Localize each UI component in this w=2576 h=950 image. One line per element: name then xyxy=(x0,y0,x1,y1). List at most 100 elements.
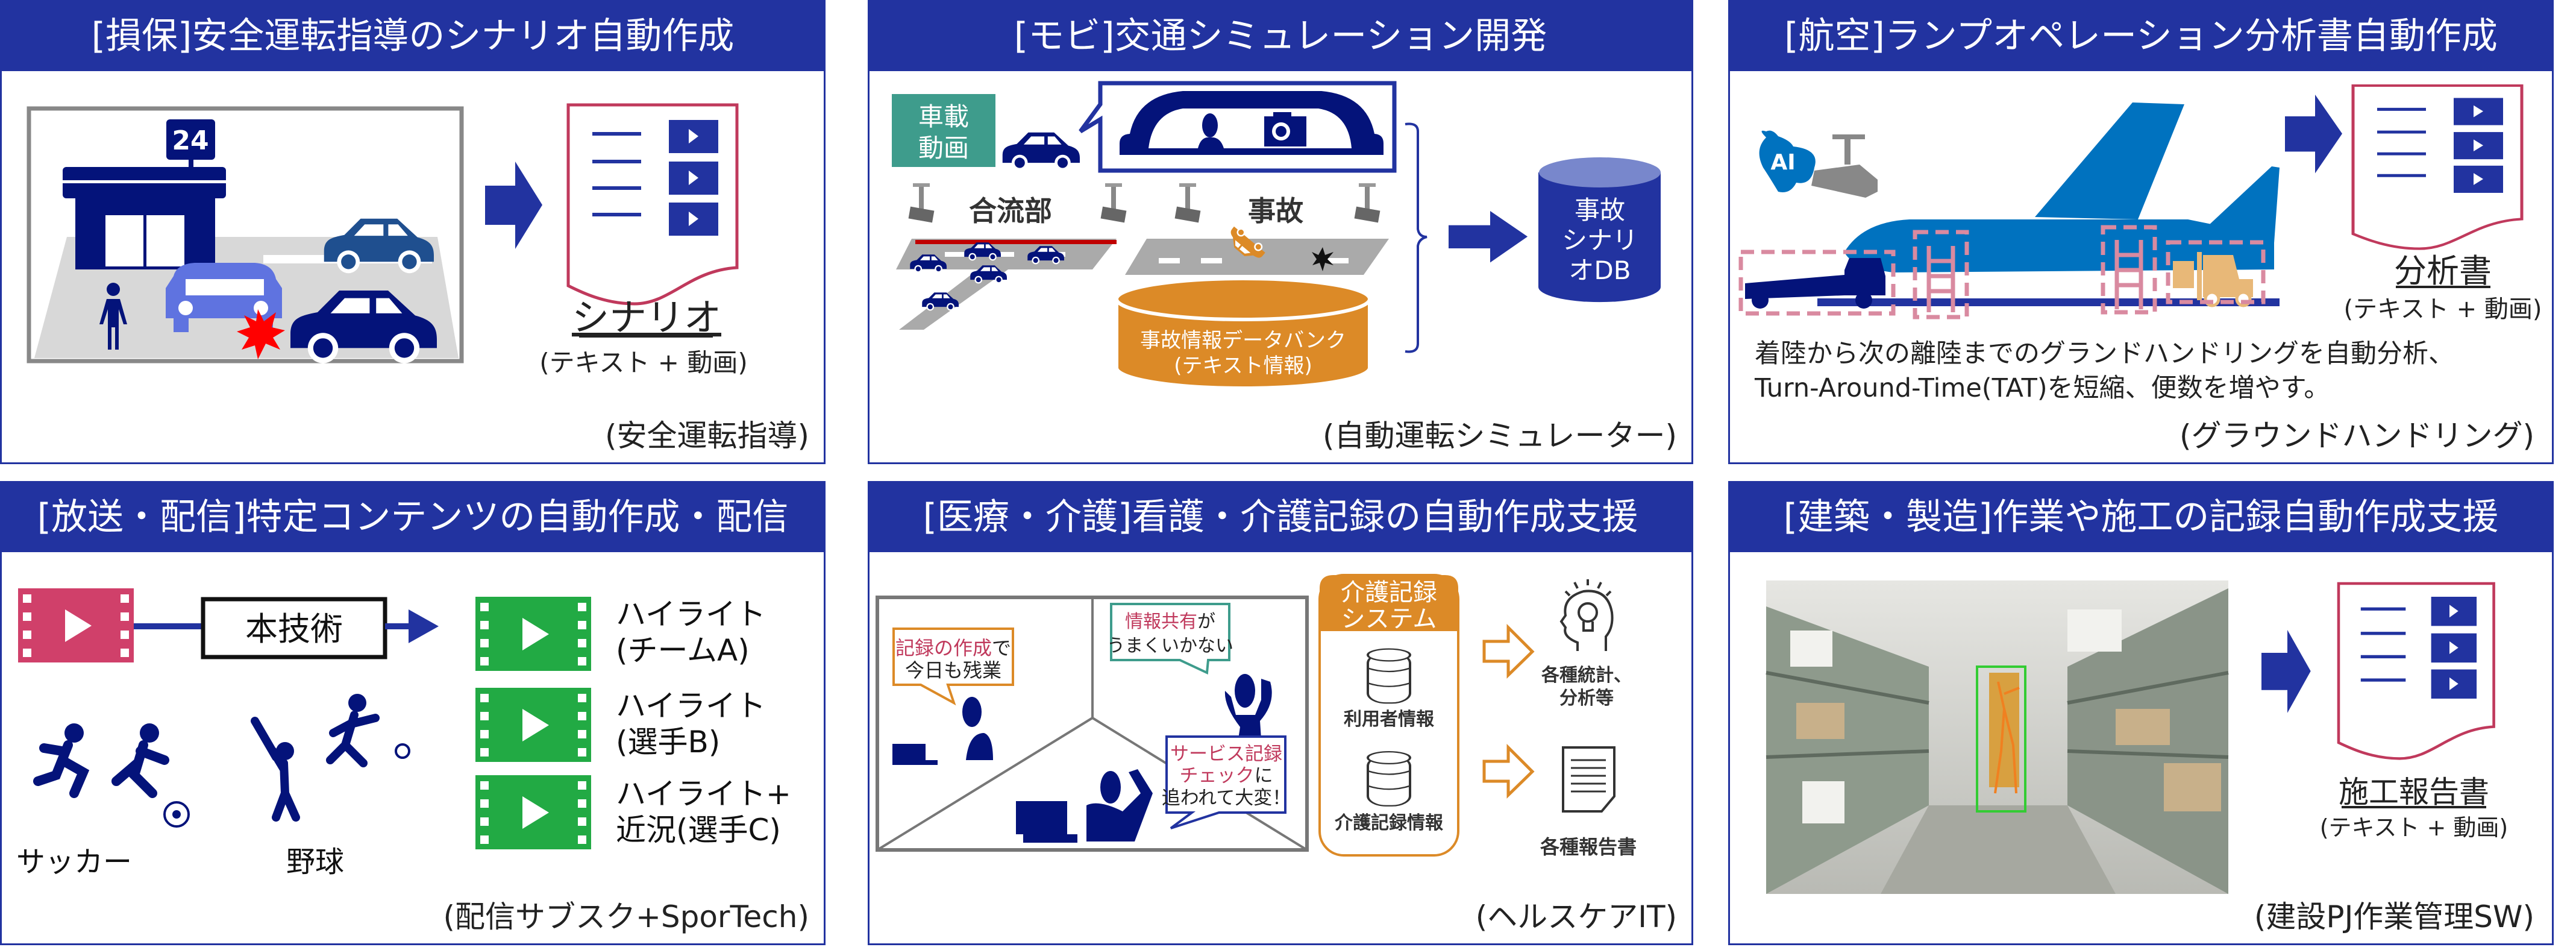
panel-healthcare: [医療・介護]看護・介護記録の自動作成支援 記録の作成で 今日も残業 情報共有が… xyxy=(868,481,1693,945)
stairs-icons xyxy=(1926,240,2143,312)
construction-report-document-icon xyxy=(2339,584,2494,758)
system-title: 介護記録 xyxy=(1341,579,1437,606)
healthcare-illustration: 記録の作成で 今日も残業 情報共有が うまくいかない サービス記録 チェックに … xyxy=(876,574,1677,934)
panel-title: [医療・介護]看護・介護記録の自動作成支援 xyxy=(870,483,1691,552)
speech-bubble xyxy=(1165,735,1286,829)
output-label: ハイライト xyxy=(616,597,766,632)
description-line2: Turn-Around-Time(TAT)を短縮、便数を増やす。 xyxy=(1754,373,2330,403)
broadcast-illustration: 本技術 ハイライト (チームA) ハイライト (選手B) ハイライト+ 近況(選… xyxy=(16,588,809,934)
onboard-label-line1: 車載 xyxy=(918,102,969,131)
bubble-text: 追われて大変！ xyxy=(1162,787,1291,809)
baseball-label: 野球 xyxy=(286,845,344,879)
ai-blob-icon xyxy=(1759,130,1816,192)
bubble-text: 情報共有が xyxy=(1125,611,1215,632)
collision-icon xyxy=(237,309,285,359)
detection-boxes xyxy=(1738,225,2266,319)
security-camera-icon xyxy=(1811,134,1878,198)
accident-databank-cylinder xyxy=(1115,277,1371,390)
databank-sublabel: (テキスト情報) xyxy=(1174,354,1312,378)
output-label: (チームA) xyxy=(616,633,750,668)
panel-aviation: [航空]ランプオペレーション分析書自動作成 AI 分析書 (テキスト + 動画)… xyxy=(1728,0,2554,464)
technology-box xyxy=(201,597,387,659)
output-label: ハイライト xyxy=(616,688,766,723)
panel-title: [損保]安全運転指導のシナリオ自動作成 xyxy=(2,2,824,71)
arrow-right-icon xyxy=(1449,211,1528,263)
person-icon xyxy=(99,283,127,350)
car-icon xyxy=(1002,132,1080,171)
highlight-video-icon xyxy=(475,775,591,849)
panel-construction: [建築・製造]作業や施工の記録自動作成支援 施工報告書 (テキスト + 動画) … xyxy=(1728,481,2554,945)
analysis-label: 分析等 xyxy=(1559,688,1614,709)
panel-caption: (グラウンドハンドリング) xyxy=(2180,418,2534,453)
arrow-right-icon xyxy=(2285,95,2342,174)
construction-illustration: 施工報告書 (テキスト + 動画) (建設PJ作業管理SW) xyxy=(1766,580,2534,934)
warehouse-photo xyxy=(1766,580,2229,894)
system-subtitle: システム xyxy=(1341,605,1437,633)
arrow-right-icon xyxy=(2261,630,2311,713)
panel-title: [放送・配信]特定コンテンツの自動作成・配信 xyxy=(2,483,824,552)
bubble-text: サービス記録 xyxy=(1170,743,1282,765)
tow-truck-icon xyxy=(1745,258,1885,309)
panel-caption: (自動運転シミュレーター) xyxy=(1323,418,1677,453)
soccer-label: サッカー xyxy=(16,845,132,879)
speech-bubble xyxy=(1110,603,1230,675)
output-label: (選手B) xyxy=(616,725,720,760)
analysis-document-icon xyxy=(2353,86,2522,249)
bubble-text: 記録の作成で xyxy=(895,637,1011,659)
arrow-right-icon xyxy=(1482,623,1535,679)
bracket xyxy=(1405,122,1427,353)
accident-scenario-db-cylinder xyxy=(1538,157,1661,303)
highlight-video-icon xyxy=(475,597,591,671)
database-icon xyxy=(1367,647,1411,705)
arrow-right-icon xyxy=(1482,743,1535,799)
bubble-text: 今日も残業 xyxy=(905,659,1001,682)
soccer-players-icon xyxy=(33,723,190,828)
reports-label: 各種報告書 xyxy=(1540,835,1637,858)
onboard-video-label-box xyxy=(892,94,995,167)
panel-title: [建築・製造]作業や施工の記録自動作成支援 xyxy=(1730,483,2552,552)
panel-caption: (ヘルスケアIT) xyxy=(1476,899,1677,934)
panel-broadcast: [放送・配信]特定コンテンツの自動作成・配信 本技術 ハイライト (チームA) … xyxy=(0,481,826,945)
front-car-icon xyxy=(166,263,282,332)
merge-label: 合流部 xyxy=(969,195,1052,227)
db-label-line2: シナリ xyxy=(1562,225,1638,255)
report-document-icon xyxy=(1562,746,1615,813)
description-line1: 着陸から次の離陸までのグランドハンドリングを自動分析、 xyxy=(1755,339,2454,369)
panel-caption: (建設PJ作業管理SW) xyxy=(2254,899,2534,934)
panel-title: [モビ]交通シミュレーション開発 xyxy=(870,2,1691,71)
insurance-illustration: 24 xyxy=(27,106,464,363)
store-sign: 24 xyxy=(172,125,208,156)
mobility-illustration: 車載 動画 合流部 事故 事故情報データバンク (テ xyxy=(892,81,1677,453)
forklift-icon xyxy=(2173,252,2253,307)
output-title: 施工報告書 xyxy=(2339,775,2489,810)
bubble-text: うまくいかない xyxy=(1107,635,1233,656)
output-title: 分析書 xyxy=(2394,252,2492,290)
bubble-text: チェックに xyxy=(1180,765,1273,787)
database-icon xyxy=(1367,750,1411,807)
detection-box xyxy=(1976,665,2026,813)
accident-label: 事故 xyxy=(1248,195,1303,227)
onboard-label-line2: 動画 xyxy=(918,133,969,163)
technology-label: 本技術 xyxy=(245,610,343,648)
output-subtitle: (テキスト + 動画) xyxy=(2320,814,2509,841)
panel-mobility: [モビ]交通シミュレーション開発 車載 動画 合流部 事故 xyxy=(868,0,1693,464)
user-info-label: 利用者情報 xyxy=(1344,709,1435,730)
highlight-video-icon xyxy=(475,688,591,762)
databank-label: 事故情報データバンク xyxy=(1140,329,1346,353)
panel-insurance: [損保]安全運転指導のシナリオ自動作成 24 xyxy=(0,0,826,464)
output-subtitle: (テキスト + 動画) xyxy=(2344,295,2542,323)
panel-caption: (配信サブスク+SporTech) xyxy=(443,899,809,934)
care-record-info-label: 介護記録情報 xyxy=(1334,813,1444,834)
output-label: 近況(選手C) xyxy=(616,813,781,848)
speech-bubble xyxy=(892,628,1014,706)
output-label: ハイライト+ xyxy=(616,776,791,811)
stressed-worker-icons xyxy=(892,674,1272,843)
db-label-line3: オDB xyxy=(1568,256,1631,285)
source-video-icon xyxy=(18,588,134,662)
ai-label: AI xyxy=(1770,150,1795,175)
panel-title: [航空]ランプオペレーション分析書自動作成 xyxy=(1730,2,2552,71)
airplane-icon xyxy=(1844,102,2280,272)
statistics-label: 各種統計、 xyxy=(1541,665,1632,686)
baseball-players-icon xyxy=(251,694,410,822)
aviation-illustration: AI 分析書 (テキスト + 動画) 着陸から次の離陸までのグランドハンドリング… xyxy=(1738,71,2542,453)
